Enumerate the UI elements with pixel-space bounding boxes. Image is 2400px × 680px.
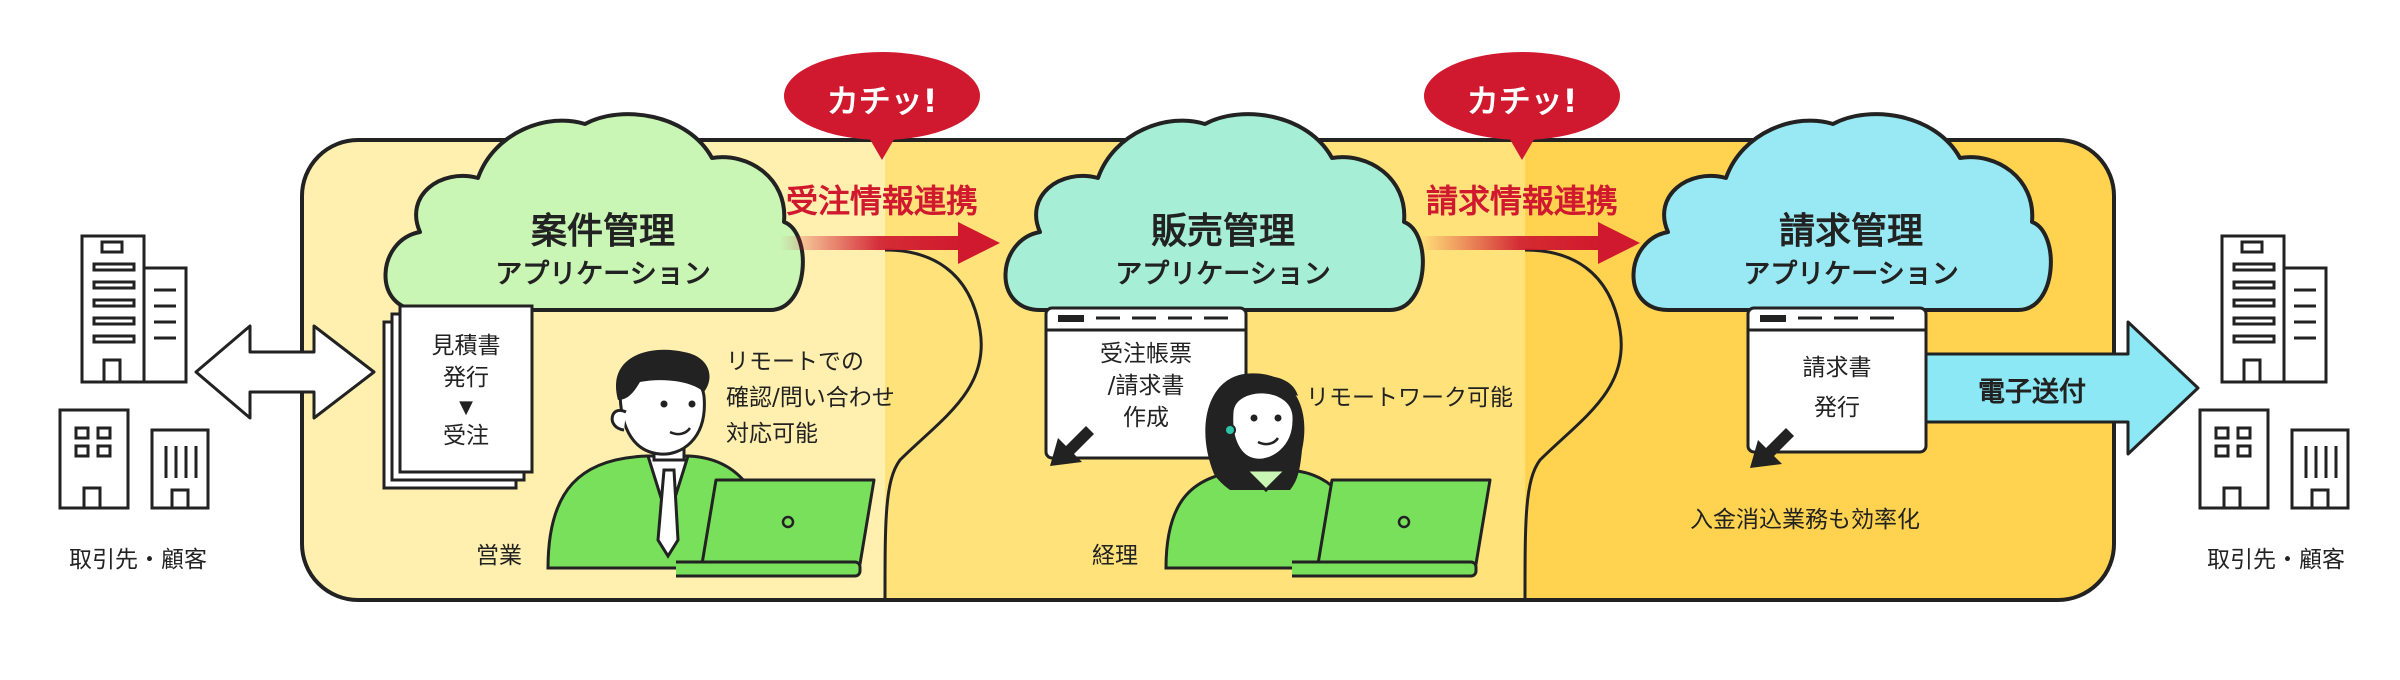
click-badge-2-text: カチッ! — [1466, 82, 1578, 120]
flow-label-order: 受注情報連携 — [785, 182, 978, 220]
cloud-billing-app — [1631, 112, 2053, 312]
left-partner-label: 取引先・顧客 — [69, 547, 207, 573]
right-partner-label: 取引先・顧客 — [2207, 547, 2345, 573]
e-delivery-label: 電子送付 — [1978, 377, 2086, 408]
cloud-sales-app-title: 案件管理 — [530, 211, 675, 252]
accounting-doc-line2: /請求書 — [1107, 373, 1185, 399]
billing-window — [1746, 306, 1928, 468]
cloud-sales-mgmt-app — [1003, 112, 1425, 312]
cloud-sales-mgmt-app-subtitle: アプリケーション — [1115, 259, 1331, 290]
left-partner-buildings — [58, 234, 210, 510]
sales-doc-line2: 発行 — [443, 365, 489, 391]
cloud-sales-mgmt-app-title: 販売管理 — [1150, 211, 1295, 252]
e-delivery-arrow — [1916, 320, 2200, 456]
billing-doc-line1: 請求書 — [1802, 355, 1872, 381]
sales-doc-arrow: ▼ — [459, 397, 473, 418]
cloud-billing-app-subtitle: アプリケーション — [1743, 259, 1959, 290]
billing-doc-line2: 発行 — [1814, 395, 1860, 421]
flow-arrow-billing — [1420, 222, 1640, 264]
sales-doc-line3: 受注 — [443, 423, 489, 449]
cloud-sales-app-subtitle: アプリケーション — [495, 259, 711, 290]
accounting-window — [1044, 306, 1248, 466]
sales-remote-line1: リモートでの — [726, 349, 864, 375]
sales-role-label: 営業 — [476, 543, 522, 569]
accounting-doc-line1: 受注帳票 — [1100, 341, 1192, 367]
cloud-sales-app — [383, 112, 805, 312]
sales-remote-line3: 対応可能 — [726, 421, 818, 447]
accounting-doc-line3: 作成 — [1123, 405, 1169, 431]
click-badge-1 — [784, 52, 980, 160]
sales-remote-line2: 確認/問い合わせ — [726, 385, 895, 411]
cloud-billing-app-title: 請求管理 — [1778, 211, 1923, 252]
bidirectional-arrow — [194, 324, 376, 420]
accounting-role-label: 経理 — [1092, 543, 1138, 569]
flow-arrow-order — [780, 222, 1000, 264]
click-badge-1-text: カチッ! — [826, 82, 938, 120]
click-badge-2 — [1424, 52, 1620, 160]
accounting-person-illustration — [1164, 373, 1364, 570]
billing-efficiency-label: 入金消込業務も効率化 — [1690, 507, 1920, 533]
right-partner-buildings — [2198, 234, 2350, 510]
accounting-remote-label: リモートワーク可能 — [1306, 385, 1513, 411]
sales-doc-line1: 見積書 — [431, 333, 501, 359]
stacked-documents — [382, 304, 534, 490]
flow-label-billing: 請求情報連携 — [1425, 182, 1618, 220]
